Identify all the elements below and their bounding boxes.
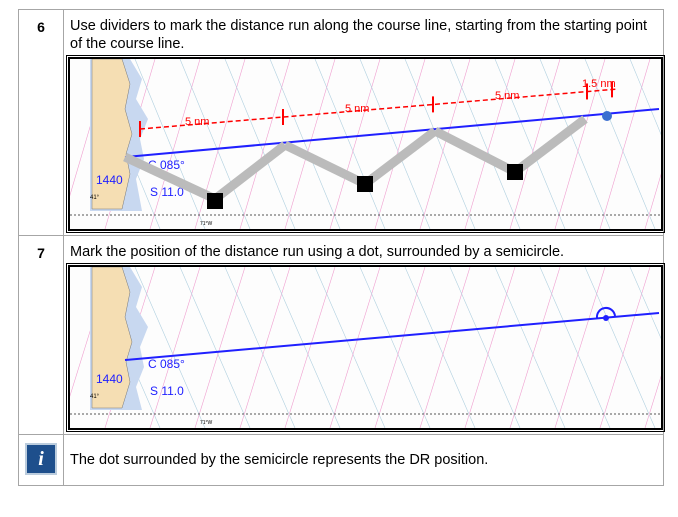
- depth-grid-line: [404, 267, 476, 428]
- step-row-7: 7 Mark the position of the distance run …: [18, 235, 665, 435]
- divider-leg: [432, 126, 518, 177]
- note-row: i The dot surrounded by the semicircle r…: [18, 434, 664, 486]
- speed-label: S 11.0: [150, 185, 184, 199]
- magenta-grid-line: [644, 375, 661, 428]
- depth-grid-line: [179, 59, 251, 229]
- lon-label: 71°W: [200, 420, 213, 426]
- depth-grid-line: [629, 59, 661, 136]
- chart-background: [70, 267, 661, 428]
- divider-leg: [362, 127, 438, 188]
- depth-grid-line: [359, 267, 431, 428]
- procedure-table: 6 Use dividers to mark the distance run …: [18, 9, 665, 486]
- divider-leg: [512, 115, 588, 176]
- course-line: [124, 108, 660, 158]
- depth-grid-line: [539, 267, 611, 428]
- depth-grid-line: [449, 267, 521, 428]
- depth-grid-line: [629, 267, 661, 340]
- speed-label: S 11.0: [150, 384, 184, 398]
- dr-semicircle: [595, 307, 616, 319]
- divider-leg: [212, 141, 288, 203]
- lon-label: 71°W: [200, 221, 213, 227]
- time-label: 1440: [96, 372, 123, 386]
- step-number: 7: [18, 235, 64, 435]
- segment-label: 5 nm: [495, 90, 519, 102]
- depth-grid-line: [179, 267, 251, 428]
- divider-leg: [123, 152, 217, 204]
- depth-grid-line: [314, 59, 386, 229]
- depth-grid-line: [539, 59, 611, 229]
- lat-label: 41°: [90, 195, 100, 201]
- course-line: [124, 312, 660, 361]
- divider-leg: [283, 140, 367, 189]
- depth-grid-line: [494, 59, 566, 229]
- depth-grid-line: [134, 267, 206, 428]
- remainder-label: 1.5 nm: [582, 78, 616, 90]
- divider-pivot: [357, 176, 373, 192]
- depth-grid-line: [359, 59, 431, 229]
- time-label: 1440: [96, 173, 123, 187]
- course-label: C 085°: [148, 357, 185, 371]
- segment-label: 5 nm: [345, 103, 369, 115]
- step-text: Mark the position of the distance run us…: [70, 244, 565, 260]
- coastline-land: [91, 267, 133, 409]
- note-text: The dot surrounded by the semicircle rep…: [63, 434, 664, 486]
- depth-grid-line: [269, 267, 341, 428]
- step-text: Use dividers to mark the distance run al…: [70, 18, 648, 52]
- step-number: 6: [18, 9, 64, 236]
- info-icon: i: [25, 443, 57, 475]
- depth-grid-line: [584, 59, 656, 229]
- divider-pivot: [207, 193, 223, 209]
- segment-label: 5 nm: [185, 116, 209, 128]
- depth-grid-line: [134, 59, 206, 229]
- dr-dot: [603, 315, 609, 321]
- depth-grid-line: [584, 267, 656, 428]
- magenta-grid-line: [644, 173, 661, 229]
- chart-figure-dr-position: 41° 71°W C 085° 1440 S 11.0: [66, 263, 665, 432]
- divider-pivot: [507, 164, 523, 180]
- step-row-6: 6 Use dividers to mark the distance run …: [18, 9, 665, 236]
- chart-background: [70, 59, 661, 229]
- depth-grid-line: [314, 267, 386, 428]
- coastline-land: [91, 59, 133, 210]
- depth-grid-line: [404, 59, 476, 229]
- depth-grid-line: [269, 59, 341, 229]
- depth-grid-line: [449, 59, 521, 229]
- depth-grid-line: [494, 267, 566, 428]
- dr-dot: [602, 111, 612, 121]
- lat-label: 41°: [90, 394, 100, 400]
